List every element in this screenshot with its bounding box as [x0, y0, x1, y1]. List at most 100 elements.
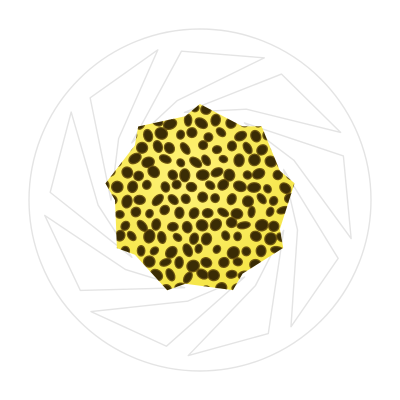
texture-cell: [263, 184, 272, 194]
aperture-blade: [243, 122, 352, 240]
texture-cell: [230, 208, 244, 220]
texture-cell: [294, 104, 304, 113]
texture-cell: [242, 170, 253, 180]
texture-cell: [130, 206, 142, 218]
texture-cell: [221, 230, 231, 241]
texture-cell: [256, 193, 267, 205]
texture-cell: [236, 221, 251, 230]
texture-cell: [209, 218, 223, 232]
texture-cell: [188, 207, 200, 220]
texture-cell: [89, 298, 102, 308]
texture-cell: [159, 257, 172, 267]
texture-cell: [196, 298, 207, 308]
texture-cell: [106, 117, 119, 132]
texture-cell: [114, 209, 125, 219]
texture-cell: [157, 230, 167, 245]
texture-cell: [285, 104, 295, 105]
texture-cell: [219, 104, 230, 115]
texture-cell: [211, 299, 221, 310]
texture-cell: [248, 283, 263, 291]
texture-cell: [241, 246, 252, 257]
texture-cell: [127, 256, 138, 268]
texture-cell: [186, 127, 198, 139]
texture-cell: [159, 204, 170, 216]
texture-cell: [147, 165, 161, 179]
texture-cell: [254, 299, 266, 310]
texture-cell: [171, 179, 182, 190]
aperture-blade: [89, 49, 159, 201]
texture-cell: [200, 232, 213, 246]
texture-cell: [276, 155, 287, 169]
texture-cell: [222, 296, 235, 309]
texture-cell: [145, 208, 154, 219]
texture-cell: [167, 169, 179, 181]
texture-cell: [176, 158, 186, 168]
texture-cell: [167, 221, 179, 232]
texture-cell: [255, 244, 267, 258]
texture-cell: [241, 195, 254, 208]
texture-cell: [233, 153, 245, 168]
texture-cell: [270, 144, 284, 154]
texture-cell: [197, 191, 209, 203]
texture-cell: [163, 294, 177, 308]
texture-cell: [112, 104, 123, 115]
texture-cell: [210, 193, 221, 204]
aperture-blade: [183, 73, 342, 134]
texture-cell: [143, 255, 156, 268]
aperture-outline: [28, 28, 372, 372]
texture-cell: [290, 282, 295, 291]
texture-cell: [225, 269, 238, 279]
texture-cell: [135, 298, 147, 310]
texture-cell: [179, 168, 191, 183]
texture-cell: [242, 141, 253, 155]
texture-cell: [105, 285, 111, 291]
texture-cell: [143, 283, 155, 291]
texture-cell: [232, 257, 243, 267]
texture-cell: [198, 140, 209, 151]
texture-cell: [247, 205, 256, 219]
aperture-blade: [49, 111, 133, 258]
aperture-blade: [131, 50, 265, 144]
texture-cell: [165, 268, 176, 282]
texture-cell: [164, 245, 178, 259]
texture-cell: [270, 118, 285, 130]
texture-cell: [277, 129, 291, 142]
texture-cell: [225, 117, 237, 129]
texture-cell: [295, 128, 307, 140]
texture-cell: [89, 221, 102, 231]
texture-cell: [158, 154, 172, 164]
texture-cell: [127, 180, 139, 194]
texture-cell: [126, 230, 137, 242]
texture-cell: [89, 166, 101, 179]
texture-cell: [215, 282, 228, 291]
texture-cell: [128, 152, 142, 165]
texture-cell: [152, 140, 164, 153]
texture-cell: [212, 244, 222, 254]
texture-cell: [264, 155, 278, 168]
texture-cell: [196, 268, 209, 280]
texture-cell: [211, 145, 223, 155]
texture-cell: [280, 280, 291, 291]
texture-cell: [89, 272, 102, 283]
texture-cell: [215, 127, 227, 138]
outer-ring: [28, 28, 372, 372]
texture-cell: [260, 284, 274, 291]
texture-cell: [105, 270, 116, 283]
texture-cell: [268, 91, 281, 102]
texture-cell: [183, 113, 193, 127]
texture-cell: [136, 141, 149, 154]
texture-cell: [185, 181, 198, 193]
texture-cell: [149, 246, 160, 256]
texture-cell: [105, 104, 110, 117]
texture-cell: [87, 92, 99, 105]
texture-cell: [291, 233, 295, 246]
texture-cell: [121, 166, 134, 179]
texture-cell: [226, 140, 238, 152]
texture-cell: [232, 180, 247, 193]
texture-cell: [264, 232, 278, 246]
texture-cell: [136, 245, 146, 257]
texture-cell: [133, 170, 145, 182]
aperture-blade: [282, 168, 339, 328]
texture-cell: [217, 178, 230, 191]
